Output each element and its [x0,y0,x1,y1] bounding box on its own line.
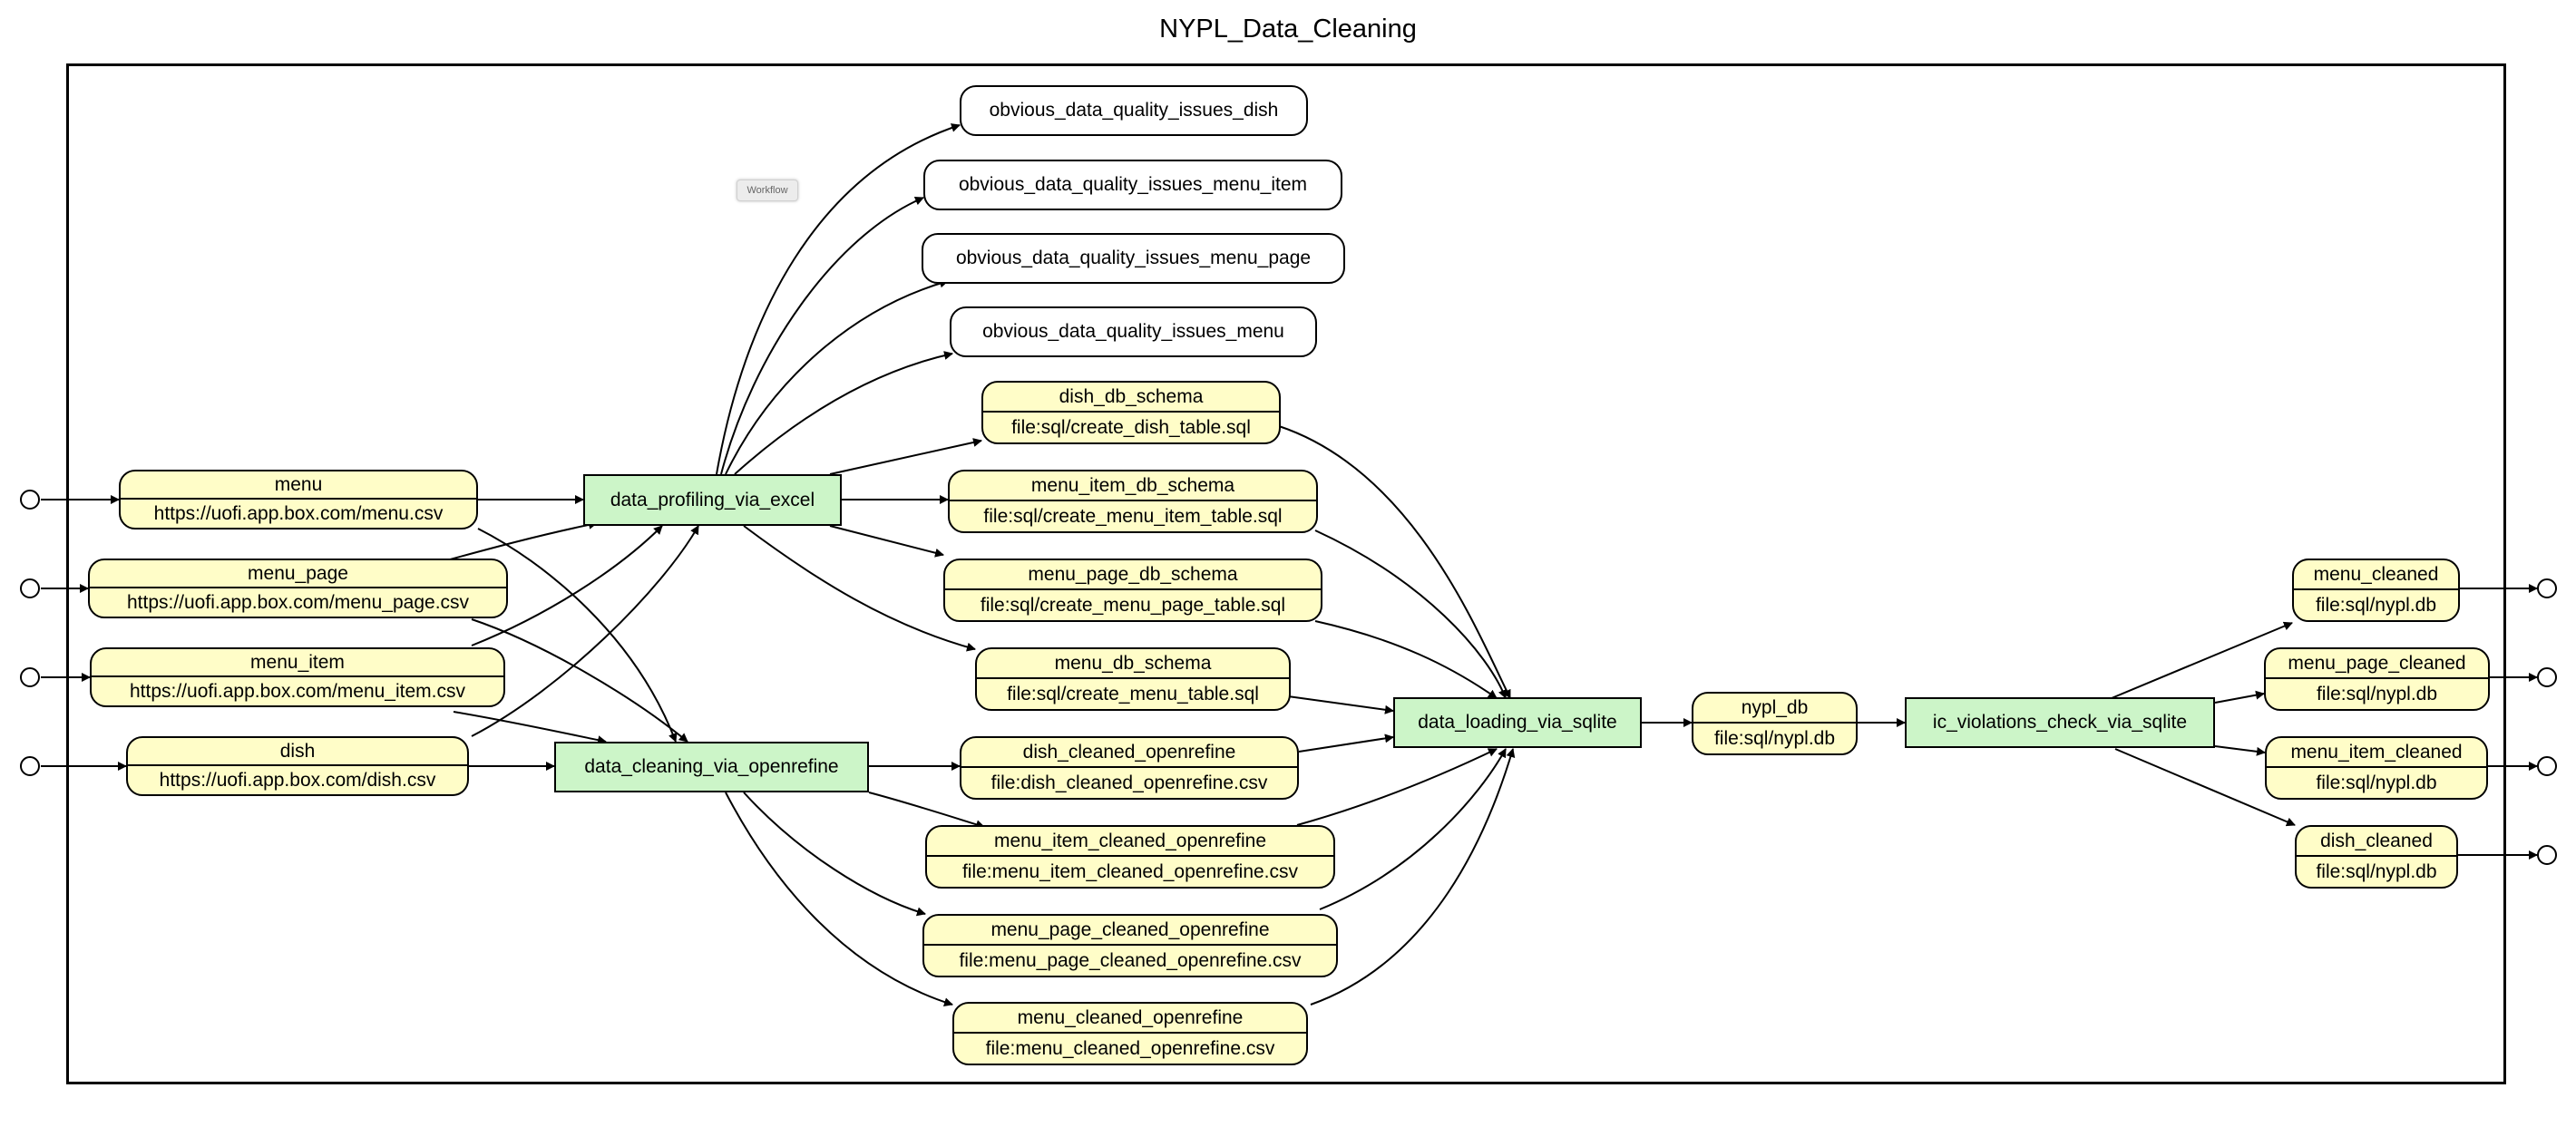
input-port-menu-page [20,578,40,598]
output-node-menu-page-cleaned[interactable]: menu_page_cleaned file:sql/nypl.db [2264,647,2490,711]
node-name: menu_item_db_schema [950,471,1316,501]
node-value: https://uofi.app.box.com/menu.csv [153,502,444,524]
node-name: menu_cleaned [2294,560,2458,590]
node-name: dish [128,738,467,766]
node-value: file:sql/nypl.db [2316,683,2438,704]
node-name: dish_cleaned [2297,827,2456,857]
node-menu-cleaned-openrefine[interactable]: menu_cleaned_openrefine file:menu_cleane… [952,1002,1308,1065]
node-menu-page-db-schema[interactable]: menu_page_db_schema file:sql/create_menu… [943,559,1322,622]
node-value: file:menu_page_cleaned_openrefine.csv [959,949,1302,971]
node-name: menu_page_cleaned [2266,649,2488,679]
input-port-menu-item [20,667,40,687]
node-value: file:sql/create_dish_table.sql [1011,416,1251,438]
step-ic-violations-check-via-sqlite[interactable]: ic_violations_check_via_sqlite [1905,697,2215,748]
node-obvious-data-quality-issues-menu[interactable]: obvious_data_quality_issues_menu [950,306,1317,357]
node-name: menu_page_db_schema [945,560,1321,590]
output-port-menu-page-cleaned [2537,667,2557,687]
step-data-profiling-via-excel[interactable]: data_profiling_via_excel [583,474,842,526]
node-nypl-db[interactable]: nypl_db file:sql/nypl.db [1692,692,1858,755]
workflow-label: Workflow [737,180,798,201]
input-node-menu-page[interactable]: menu_page https://uofi.app.box.com/menu_… [88,559,508,618]
input-port-dish [20,756,40,776]
node-value: file:menu_cleaned_openrefine.csv [985,1037,1275,1059]
node-name: menu_item_cleaned_openrefine [927,827,1333,857]
step-data-cleaning-via-openrefine[interactable]: data_cleaning_via_openrefine [554,742,869,792]
node-dish-db-schema[interactable]: dish_db_schema file:sql/create_dish_tabl… [981,381,1281,444]
node-menu-db-schema[interactable]: menu_db_schema file:sql/create_menu_tabl… [975,647,1291,711]
node-value: file:sql/nypl.db [2316,772,2437,793]
node-menu-item-db-schema[interactable]: menu_item_db_schema file:sql/create_menu… [948,470,1318,533]
node-value: file:sql/create_menu_item_table.sql [983,505,1283,527]
node-name: menu_item [92,649,503,677]
node-name: dish_db_schema [983,383,1279,413]
node-value: file:sql/create_menu_table.sql [1007,683,1259,704]
node-value: https://uofi.app.box.com/menu_page.csv [126,591,470,613]
node-value: file:sql/nypl.db [1713,727,1836,749]
node-value: file:sql/nypl.db [2316,860,2437,882]
step-data-loading-via-sqlite[interactable]: data_loading_via_sqlite [1393,697,1642,748]
node-value: file:sql/nypl.db [2315,594,2437,616]
node-value: file:dish_cleaned_openrefine.csv [990,772,1268,793]
output-node-dish-cleaned[interactable]: dish_cleaned file:sql/nypl.db [2295,825,2458,889]
node-dish-cleaned-openrefine[interactable]: dish_cleaned_openrefine file:dish_cleane… [960,736,1299,800]
node-name: menu [121,471,476,500]
output-node-menu-item-cleaned[interactable]: menu_item_cleaned file:sql/nypl.db [2265,736,2488,800]
output-port-menu-item-cleaned [2537,756,2557,776]
node-value: https://uofi.app.box.com/dish.csv [159,769,436,791]
node-name: menu_page [90,560,506,588]
node-obvious-data-quality-issues-menu-item[interactable]: obvious_data_quality_issues_menu_item [923,160,1342,210]
node-name: menu_cleaned_openrefine [954,1004,1306,1034]
node-name: menu_db_schema [977,649,1289,679]
output-port-dish-cleaned [2537,845,2557,865]
node-menu-item-cleaned-openrefine[interactable]: menu_item_cleaned_openrefine file:menu_i… [925,825,1335,889]
node-value: https://uofi.app.box.com/menu_item.csv [129,680,465,702]
node-name: dish_cleaned_openrefine [961,738,1297,768]
node-menu-page-cleaned-openrefine[interactable]: menu_page_cleaned_openrefine file:menu_p… [922,914,1338,977]
node-value: file:sql/create_menu_page_table.sql [980,594,1286,616]
output-port-menu-cleaned [2537,578,2557,598]
node-name: menu_item_cleaned [2267,738,2486,768]
diagram-title: NYPL_Data_Cleaning [1159,15,1417,44]
input-node-menu-item[interactable]: menu_item https://uofi.app.box.com/menu_… [90,647,505,707]
node-obvious-data-quality-issues-dish[interactable]: obvious_data_quality_issues_dish [960,85,1308,136]
input-port-menu [20,490,40,510]
input-node-menu[interactable]: menu https://uofi.app.box.com/menu.csv [119,470,478,529]
node-obvious-data-quality-issues-menu-page[interactable]: obvious_data_quality_issues_menu_page [922,233,1345,284]
workflow-frame [66,63,2506,1084]
node-name: nypl_db [1693,694,1856,724]
node-name: menu_page_cleaned_openrefine [924,916,1336,946]
input-node-dish[interactable]: dish https://uofi.app.box.com/dish.csv [126,736,469,796]
output-node-menu-cleaned[interactable]: menu_cleaned file:sql/nypl.db [2292,559,2460,622]
node-value: file:menu_item_cleaned_openrefine.csv [961,860,1299,882]
